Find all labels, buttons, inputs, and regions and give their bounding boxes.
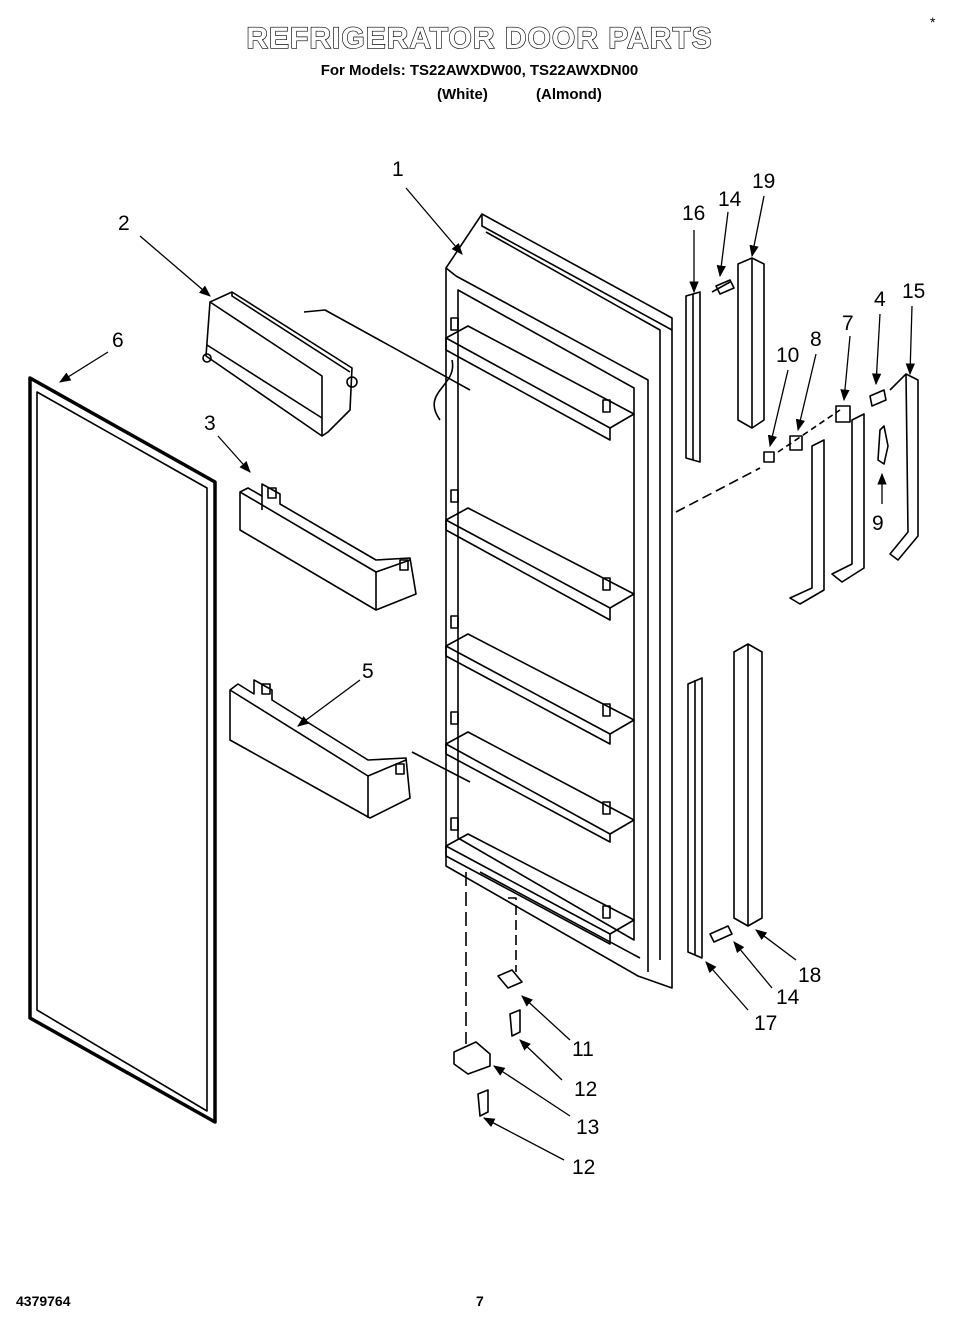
callout-11: 11 xyxy=(572,1038,594,1061)
upper-trim-parts xyxy=(685,257,765,463)
callout-2: 2 xyxy=(118,212,130,235)
part-number: 4379764 xyxy=(16,1293,71,1309)
callout-14a: 14 xyxy=(718,188,742,211)
callout-13: 13 xyxy=(576,1116,599,1139)
hinge-parts xyxy=(453,872,523,1117)
page-title: REFRIGERATOR DOOR PARTS xyxy=(246,21,713,55)
callout-6: 6 xyxy=(112,329,124,352)
callout-4: 4 xyxy=(874,288,886,311)
callout-17: 17 xyxy=(754,1012,777,1035)
callout-12b: 12 xyxy=(572,1156,595,1179)
corner-mark: * xyxy=(930,14,936,30)
door-bin-upper-part xyxy=(239,483,417,611)
page-number: 7 xyxy=(476,1293,484,1309)
callout-5: 5 xyxy=(362,660,374,683)
door-assembly-part xyxy=(433,213,673,989)
callout-14b: 14 xyxy=(776,986,800,1009)
lower-trim-parts xyxy=(687,643,763,959)
dairy-door-part xyxy=(202,291,471,437)
callout-10: 10 xyxy=(776,344,799,367)
door-gasket-part xyxy=(28,376,217,1124)
callout-19: 19 xyxy=(752,170,775,193)
door-bin-lower-part xyxy=(229,679,471,819)
model-line: For Models: TS22AWXDW00, TS22AWXDN00 xyxy=(320,62,639,79)
leader-lines xyxy=(59,187,915,1161)
callout-15: 15 xyxy=(902,280,925,303)
callout-7: 7 xyxy=(842,312,854,335)
callout-3: 3 xyxy=(204,412,216,435)
callout-1: 1 xyxy=(392,158,404,181)
callout-12a: 12 xyxy=(574,1078,597,1101)
callout-16: 16 xyxy=(682,202,705,225)
callout-9: 9 xyxy=(872,512,884,535)
callout-18: 18 xyxy=(798,964,821,987)
variant-white: (White) xyxy=(437,86,488,103)
callout-8: 8 xyxy=(810,328,822,351)
variant-almond: (Almond) xyxy=(536,86,602,103)
handle-hardware-parts xyxy=(675,373,919,605)
